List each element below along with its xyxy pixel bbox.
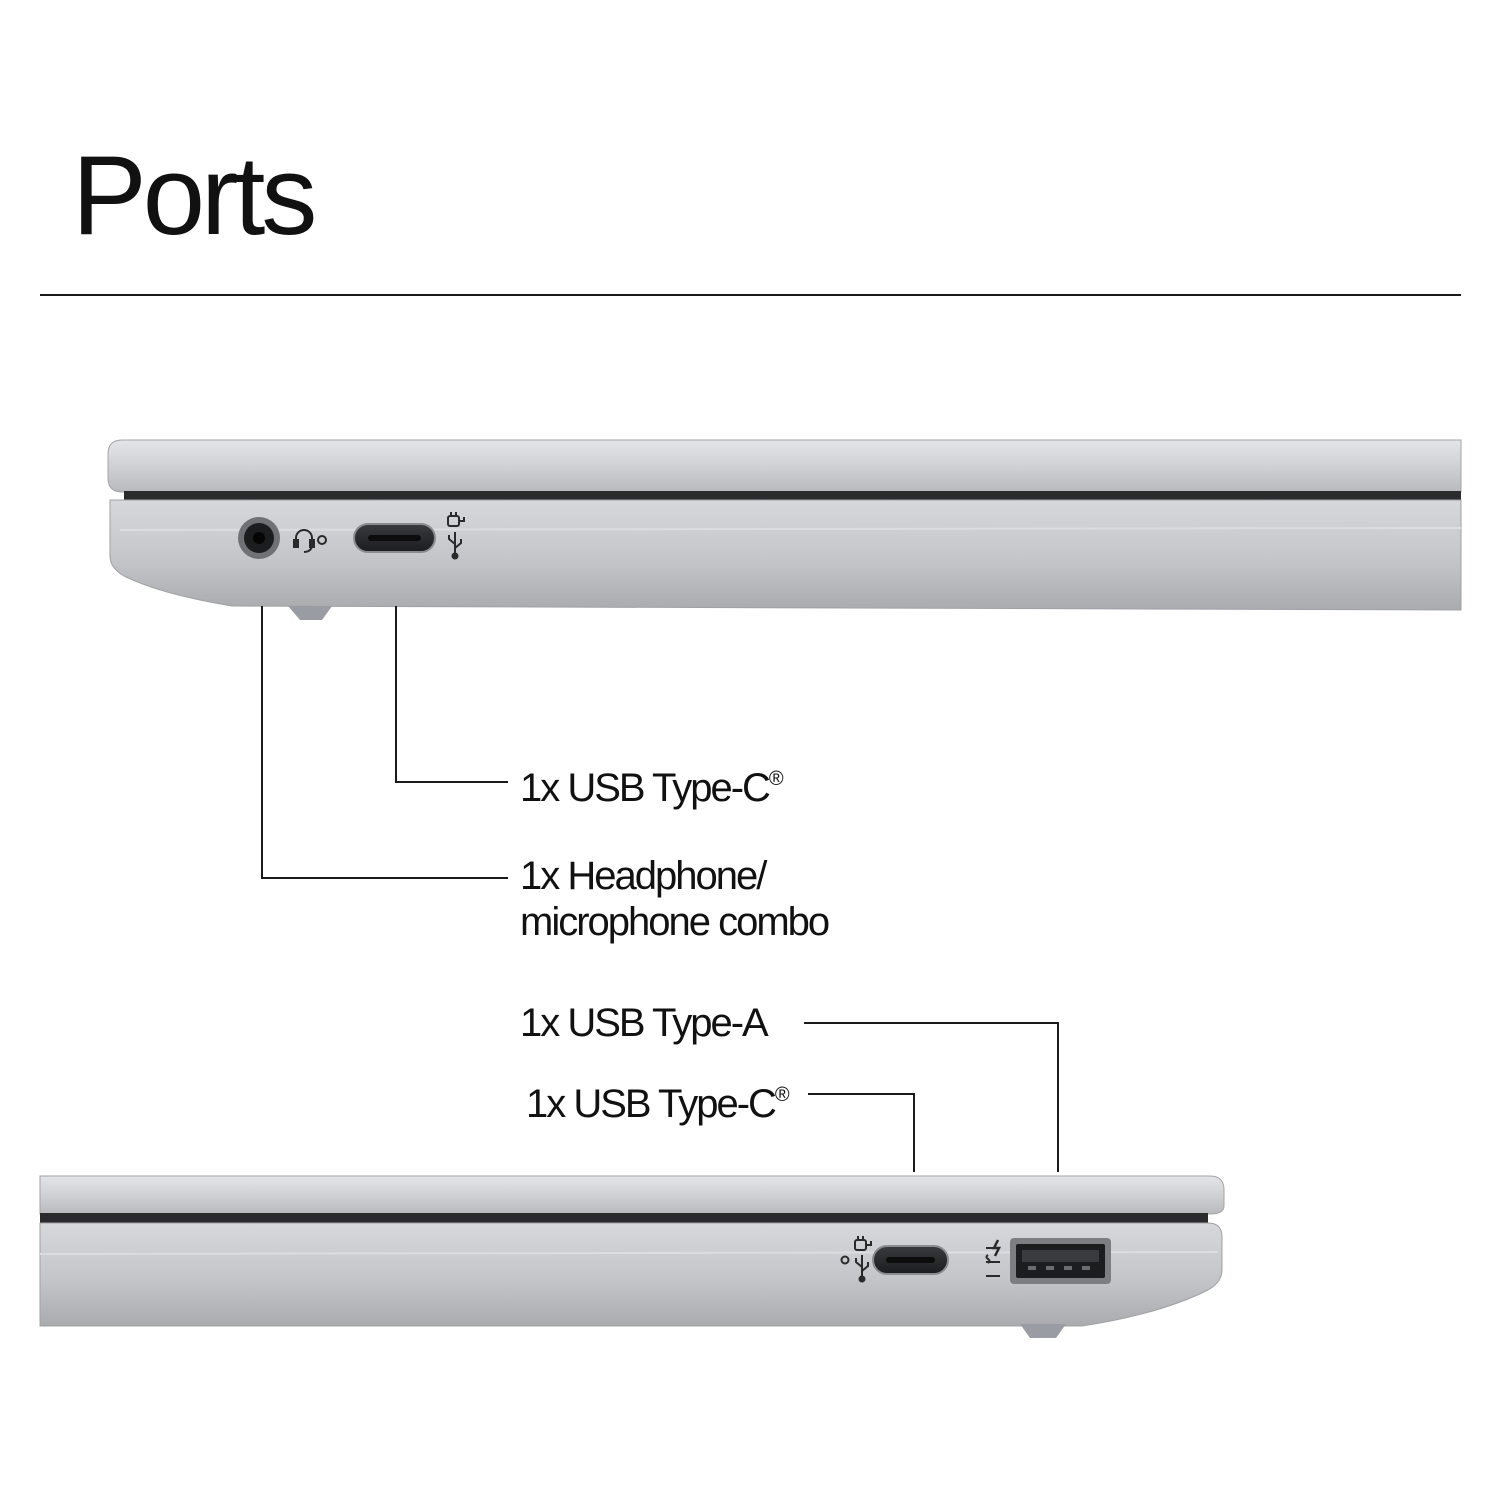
callout-line-usb-a [804,1022,1059,1172]
callout-line-headphone [261,606,508,879]
rubber-foot [288,606,332,620]
hinge-gap [40,1213,1208,1223]
callout-line-usb-c [395,606,508,783]
superspeed-usb-icon [985,1239,1002,1277]
callout-line-usb-c-right [808,1093,915,1172]
registered-mark: ® [768,768,784,790]
registered-mark: ® [774,1084,790,1106]
callout-usb-a: 1x USB Type-A [520,1001,769,1045]
callout-usb-c-left: 1x USB Type-C® [520,766,784,810]
hinge-gap [124,491,1461,500]
rubber-foot [1020,1324,1066,1338]
page-title: Ports [72,133,317,258]
usb-icon [448,532,462,560]
lid-top [39,1175,1225,1215]
callout-headphone: 1x Headphone/ microphone combo [520,854,830,944]
laptop-base [109,499,1462,611]
lid-top [107,439,1462,493]
callout-usb-c-right: 1x USB Type-C® [526,1082,790,1126]
charging-icon [854,1236,872,1251]
charging-icon [447,512,465,527]
led-indicator [317,535,327,545]
headset-icon [293,529,315,553]
usb-icon [855,1255,869,1283]
laptop-right-side [39,1022,1225,1338]
title-divider [40,294,1461,296]
laptop-left-side [107,439,1462,879]
led-indicator [840,1255,850,1265]
